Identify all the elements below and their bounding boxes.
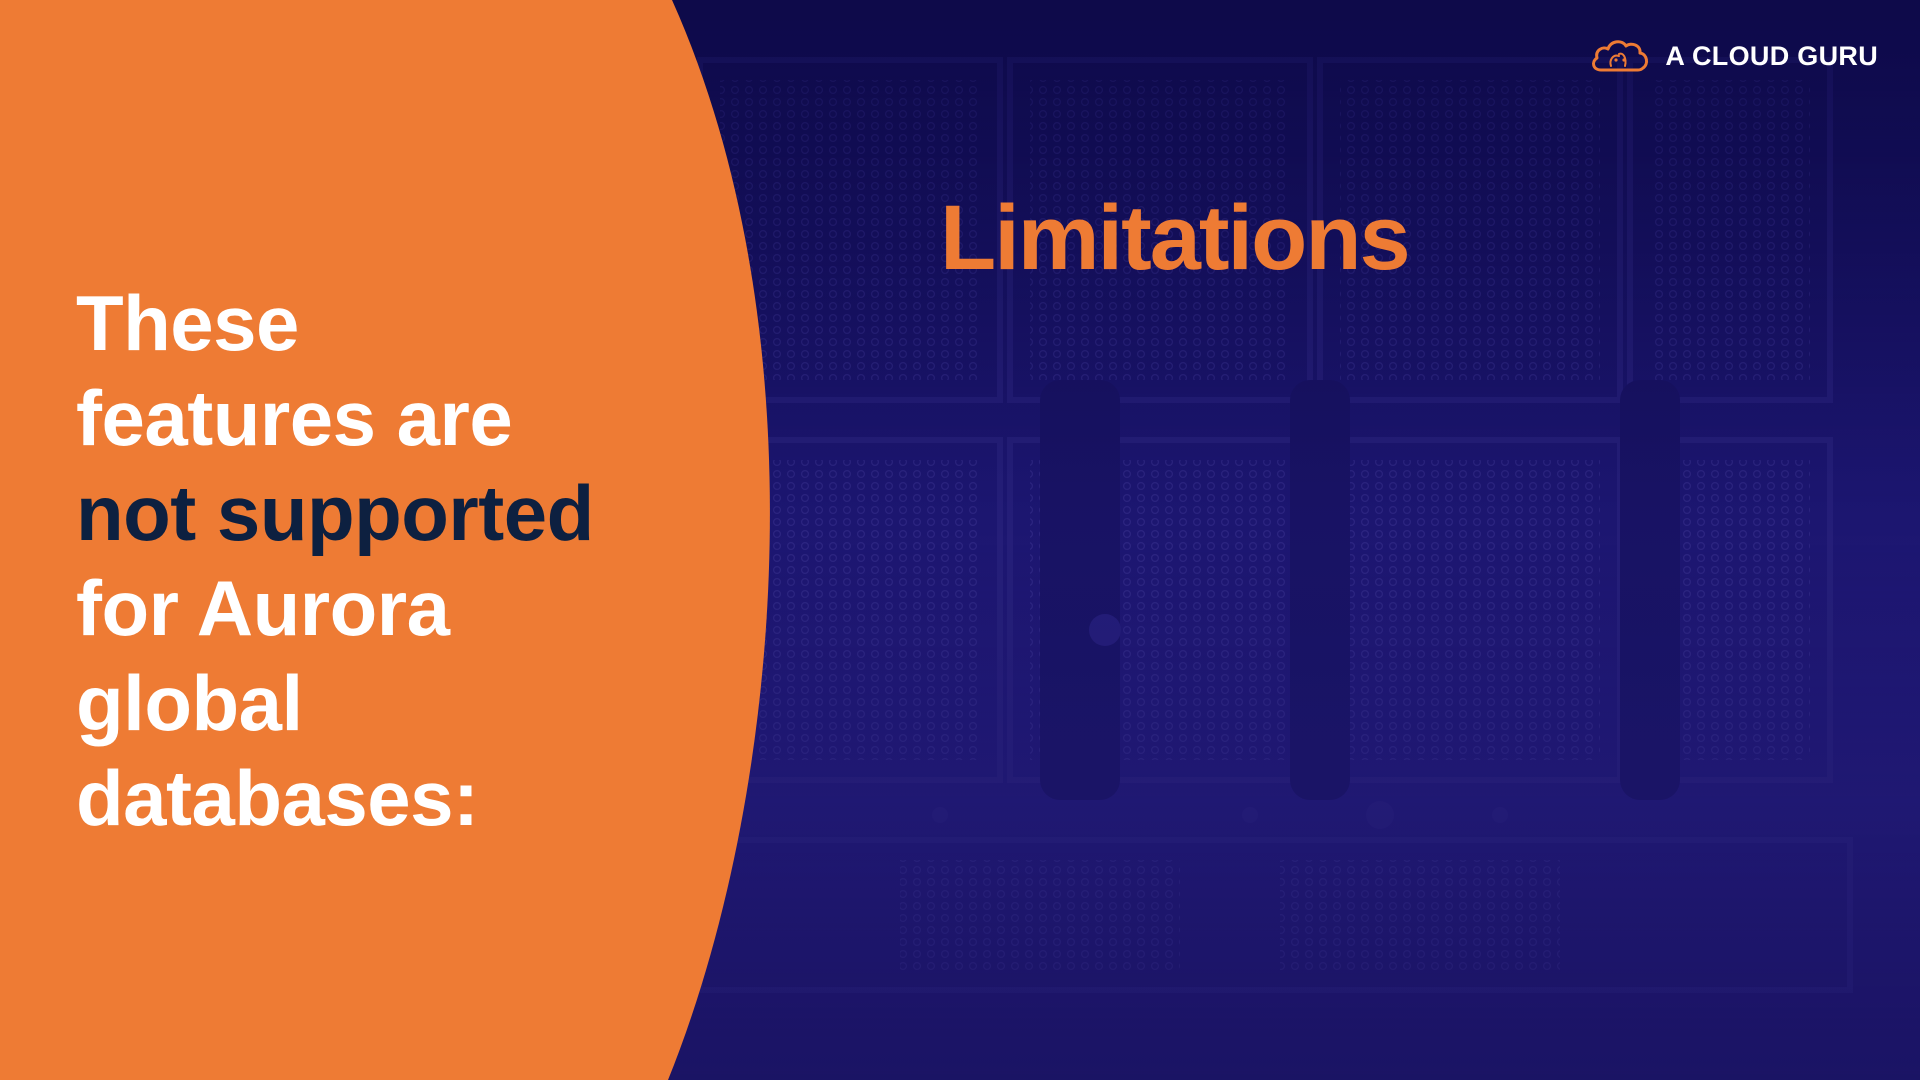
- statement-line: for Aurora: [76, 564, 450, 652]
- brand-name: A CLOUD GURU: [1665, 40, 1878, 71]
- slide-title: Limitations: [940, 187, 1411, 289]
- statement-line: databases:: [76, 754, 479, 842]
- statement-line-emphasis: not supported: [76, 469, 594, 557]
- cloud-logo-icon: [1592, 40, 1649, 72]
- statement-line: global: [76, 659, 303, 747]
- brand-logo: A CLOUD GURU: [1589, 36, 1878, 76]
- statement-line: features are: [76, 374, 513, 462]
- statement-text: These features are not supported for Aur…: [76, 276, 716, 846]
- statement-line: These: [76, 279, 299, 367]
